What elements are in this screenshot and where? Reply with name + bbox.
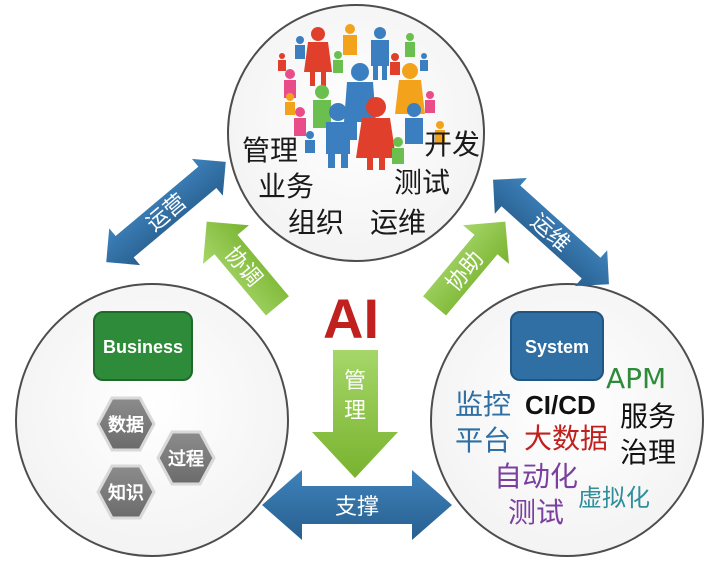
yunying-double-arrow: 运营 bbox=[106, 158, 226, 266]
right-circle bbox=[430, 283, 704, 557]
term-xuni: 虚拟化 bbox=[578, 484, 650, 512]
term-dashuju: 大数据 bbox=[524, 422, 608, 455]
term-fuwu: 服务 bbox=[620, 400, 676, 433]
term-zhili: 治理 bbox=[620, 436, 676, 469]
guanli-label-2: 理 bbox=[344, 399, 366, 424]
ai-title: AI bbox=[323, 287, 379, 350]
top-word-zuzhi: 组织 bbox=[288, 206, 344, 239]
top-word-yunwei: 运维 bbox=[370, 206, 426, 239]
top-word-kaifa: 开发 bbox=[424, 128, 480, 161]
hexagon-guocheng: 过程 bbox=[156, 430, 216, 486]
term-cicd: CI/CD bbox=[525, 390, 596, 420]
business-badge-label: Business bbox=[103, 337, 183, 357]
term-ceshi: 测试 bbox=[508, 496, 564, 529]
hexagon-zhishi: 知识 bbox=[96, 464, 156, 520]
hexagon-guocheng-label: 过程 bbox=[168, 448, 204, 469]
guanli-label-1: 管 bbox=[344, 369, 366, 394]
top-word-ceshi: 测试 bbox=[394, 166, 450, 199]
term-zidonghua: 自动化 bbox=[494, 460, 578, 493]
people-crowd-icon bbox=[278, 24, 445, 170]
hexagon-shuju: 数据 bbox=[96, 396, 156, 452]
business-badge: Business bbox=[93, 311, 193, 381]
guanli-arrow: 管 理 bbox=[312, 350, 398, 478]
hexagon-shuju-label: 数据 bbox=[108, 414, 144, 435]
term-pingtai: 平台 bbox=[455, 424, 511, 457]
system-badge: System bbox=[510, 311, 604, 381]
zhicheng-double-arrow: 支撑 bbox=[262, 470, 452, 540]
top-word-guanli: 管理 bbox=[242, 134, 298, 167]
system-badge-label: System bbox=[525, 337, 589, 357]
term-jiankong: 监控 bbox=[455, 388, 511, 421]
hexagon-zhishi-label: 知识 bbox=[108, 482, 144, 503]
term-apm: APM bbox=[606, 362, 666, 395]
zhicheng-label: 支撑 bbox=[335, 495, 379, 520]
top-word-yewu: 业务 bbox=[258, 170, 314, 203]
